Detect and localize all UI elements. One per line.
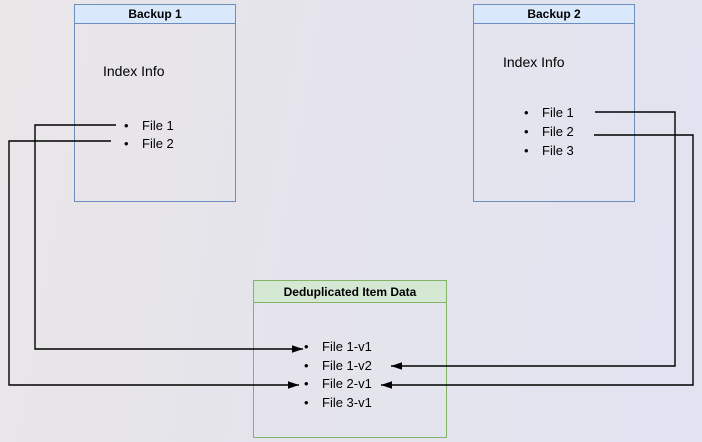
backup1-box: Backup 1 Index Info • File 1 • File 2 — [74, 4, 236, 202]
dedup-title: Deduplicated Item Data — [283, 284, 417, 299]
list-item: • File 2 — [121, 135, 174, 153]
list-item-label: File 3-v1 — [322, 394, 372, 410]
list-item-label: File 1 — [142, 118, 174, 133]
list-item: • File 3 — [521, 141, 574, 160]
list-item-label: File 2-v1 — [322, 376, 372, 391]
dedup-header: Deduplicated Item Data — [254, 281, 446, 303]
backup1-file-list: • File 1 • File 2 — [121, 117, 174, 153]
list-item-label: File 1 — [542, 105, 574, 120]
bullet-icon: • — [524, 105, 529, 120]
list-item: • File 1 — [121, 117, 174, 135]
list-item: • File 1-v2 — [301, 357, 372, 376]
bullet-icon: • — [124, 136, 129, 151]
bullet-icon: • — [304, 339, 309, 354]
backup2-header: Backup 2 — [474, 5, 634, 24]
backup2-file-list: • File 1 • File 2 • File 3 — [521, 103, 574, 160]
list-item-label: File 1-v2 — [322, 357, 372, 373]
list-item-label: File 3 — [542, 143, 574, 158]
list-item: • File 2 — [521, 122, 574, 141]
backup2-title: Backup 2 — [527, 7, 581, 21]
dedup-file-list: • File 1-v1 • File 1-v2 • File 2-v1 • File 3-v1 — [301, 338, 372, 412]
deduplicated-item-data-box: Deduplicated Item Data • File 1-v1 • File 1… — [253, 280, 447, 438]
backup1-header: Backup 1 — [75, 5, 235, 24]
bullet-icon: • — [124, 118, 129, 133]
bullet-icon: • — [304, 376, 309, 391]
list-item-label: File 2 — [142, 136, 174, 151]
bullet-icon: • — [524, 124, 529, 139]
backup2-index-info-label: Index Info — [503, 54, 565, 70]
list-item: • File 2-v1 — [301, 375, 372, 394]
list-item-label: File 2 — [542, 124, 574, 139]
backup1-title: Backup 1 — [128, 7, 182, 21]
backup2-box: Backup 2 Index Info • File 1 • File 2 • File … — [473, 4, 635, 202]
bullet-icon: • — [304, 357, 309, 373]
list-item-label: File 1-v1 — [322, 339, 372, 354]
bullet-icon: • — [524, 143, 529, 158]
bullet-icon: • — [304, 394, 309, 410]
list-item: • File 3-v1 — [301, 394, 372, 413]
list-item: • File 1 — [521, 103, 574, 122]
list-item: • File 1-v1 — [301, 338, 372, 357]
backup1-index-info-label: Index Info — [103, 63, 165, 79]
